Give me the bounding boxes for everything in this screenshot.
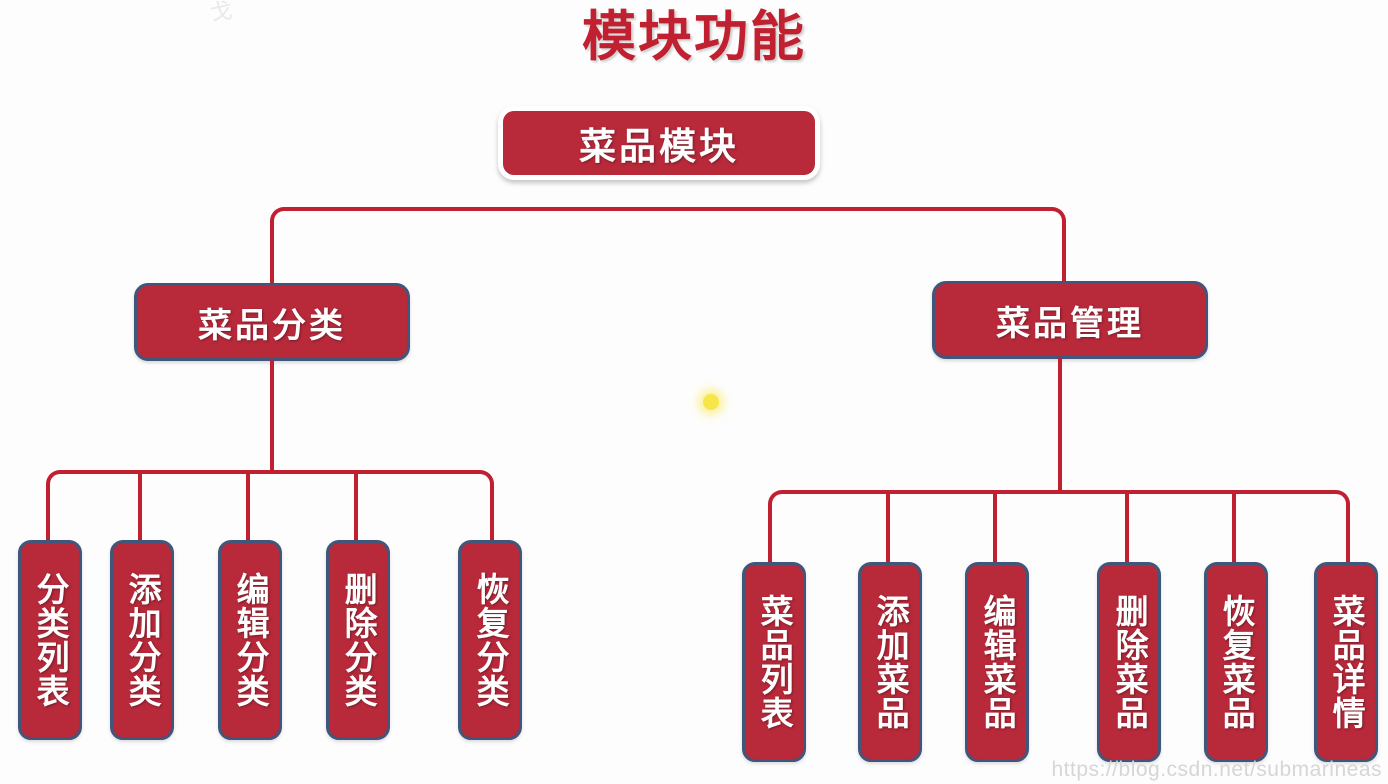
- connector-drop-category-delete: [354, 474, 358, 542]
- node-leaf-dish-add[interactable]: 添加菜品: [858, 562, 922, 762]
- page-title: 模块功能: [582, 7, 806, 67]
- connector-left-branch-stem: [270, 359, 274, 473]
- node-leaf-category-edit[interactable]: 编辑分类: [218, 540, 282, 740]
- node-leaf-category-delete[interactable]: 删除分类: [326, 540, 390, 740]
- connector-left-bus-right-elbow: [270, 470, 494, 546]
- node-branch-dish-category[interactable]: 菜品分类: [134, 283, 410, 361]
- node-leaf-category-add[interactable]: 添加分类: [110, 540, 174, 740]
- node-root-dish-module[interactable]: 菜品模块: [498, 106, 820, 180]
- connector-drop-category-add: [138, 474, 142, 542]
- connector-right-bus-right-elbow: [1058, 490, 1350, 568]
- connector-drop-dish-edit: [993, 494, 997, 564]
- node-leaf-dish-edit[interactable]: 编辑菜品: [965, 562, 1029, 762]
- connector-right-bus-left-elbow: [768, 490, 1066, 568]
- node-leaf-dish-list[interactable]: 菜品列表: [742, 562, 806, 762]
- connector-drop-dish-delete: [1125, 494, 1129, 564]
- connector-right-branch-stem: [1058, 357, 1062, 493]
- node-leaf-dish-restore[interactable]: 恢复菜品: [1204, 562, 1268, 762]
- node-leaf-dish-delete[interactable]: 删除菜品: [1097, 562, 1161, 762]
- node-leaf-dish-detail[interactable]: 菜品详情: [1314, 562, 1378, 762]
- connector-root-to-right-branch: [814, 207, 1066, 289]
- node-branch-dish-management[interactable]: 菜品管理: [932, 281, 1208, 359]
- connector-drop-dish-add: [886, 494, 890, 564]
- connector-left-bus-left-elbow: [46, 470, 276, 546]
- connector-drop-category-edit: [246, 474, 250, 542]
- connector-root-to-left-branch: [270, 207, 822, 289]
- watermark-text: https://blog.csdn.net/submarineas: [1051, 758, 1382, 781]
- node-leaf-category-list[interactable]: 分类列表: [18, 540, 82, 740]
- cursor-highlight-dot: [703, 394, 719, 410]
- node-leaf-category-restore[interactable]: 恢复分类: [458, 540, 522, 740]
- connector-drop-dish-restore: [1232, 494, 1236, 564]
